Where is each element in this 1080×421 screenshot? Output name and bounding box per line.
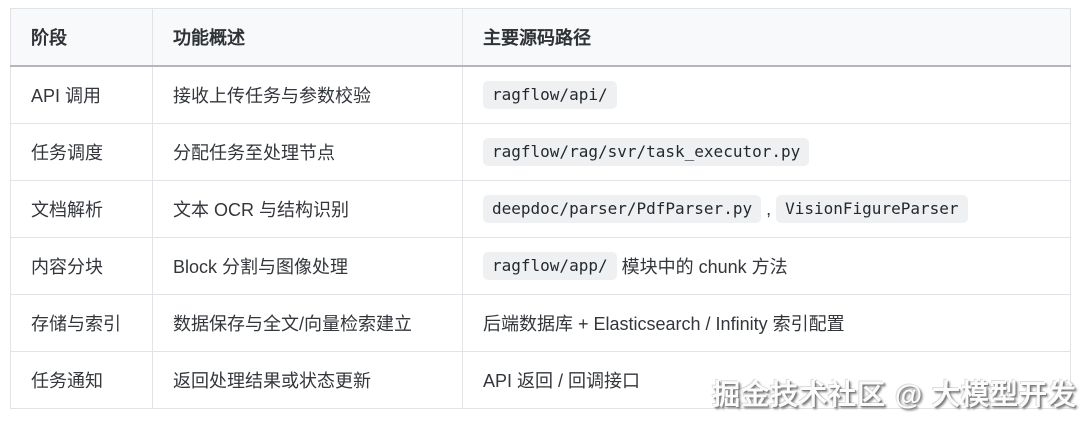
stage-source-table: 阶段 功能概述 主要源码路径 API 调用接收上传任务与参数校验 ragflow/… [10, 8, 1071, 409]
summary-cell: 文本 OCR 与结构识别 [152, 180, 463, 238]
table-row: API 调用接收上传任务与参数校验 ragflow/api/ [10, 65, 1071, 124]
col-header-source-path: 主要源码路径 [462, 8, 1071, 67]
code-path-pill: deepdoc/parser/PdfParser.py [483, 194, 762, 224]
source-path-cell: ragflow/app/模块中的 chunk 方法 [462, 237, 1071, 295]
table-header-row: 阶段 功能概述 主要源码路径 [10, 8, 1071, 67]
stage-cell: 任务调度 [10, 123, 153, 181]
source-path-cell: deepdoc/parser/PdfParser.py,VisionFigure… [462, 180, 1071, 238]
summary-cell: Block 分割与图像处理 [152, 237, 463, 295]
path-text: API 返回 / 回调接口 [483, 371, 641, 391]
stage-cell: 存储与索引 [10, 294, 153, 352]
table-row: 存储与索引数据保存与全文/向量检索建立后端数据库 + Elasticsearch… [10, 294, 1071, 352]
source-path-cell: API 返回 / 回调接口 [462, 351, 1071, 409]
col-header-stage: 阶段 [10, 8, 153, 67]
path-text: , [766, 198, 772, 219]
col-header-summary: 功能概述 [152, 8, 463, 67]
code-path-pill: ragflow/rag/svr/task_executor.py [483, 137, 810, 167]
code-path-pill: VisionFigureParser [776, 194, 968, 224]
summary-cell: 分配任务至处理节点 [152, 123, 463, 181]
code-path-pill: ragflow/app/ [483, 251, 617, 281]
source-path-cell: ragflow/api/ [462, 65, 1071, 124]
table-row: 任务调度分配任务至处理节点 ragflow/rag/svr/task_execut… [10, 123, 1071, 181]
stage-cell: API 调用 [10, 65, 153, 124]
source-path-cell: 后端数据库 + Elasticsearch / Infinity 索引配置 [462, 294, 1071, 352]
summary-cell: 接收上传任务与参数校验 [152, 65, 463, 124]
table-body: API 调用接收上传任务与参数校验 ragflow/api/任务调度分配任务至处理… [10, 65, 1071, 409]
code-path-pill: ragflow/api/ [483, 80, 617, 110]
source-path-cell: ragflow/rag/svr/task_executor.py [462, 123, 1071, 181]
summary-cell: 数据保存与全文/向量检索建立 [152, 294, 463, 352]
table-row: 任务通知返回处理结果或状态更新 API 返回 / 回调接口 [10, 351, 1071, 409]
stage-cell: 文档解析 [10, 180, 153, 238]
stage-cell: 内容分块 [10, 237, 153, 295]
path-text: 后端数据库 + Elasticsearch / Infinity 索引配置 [483, 314, 845, 334]
summary-cell: 返回处理结果或状态更新 [152, 351, 463, 409]
path-text: 模块中的 chunk 方法 [621, 257, 788, 277]
stage-cell: 任务通知 [10, 351, 153, 409]
